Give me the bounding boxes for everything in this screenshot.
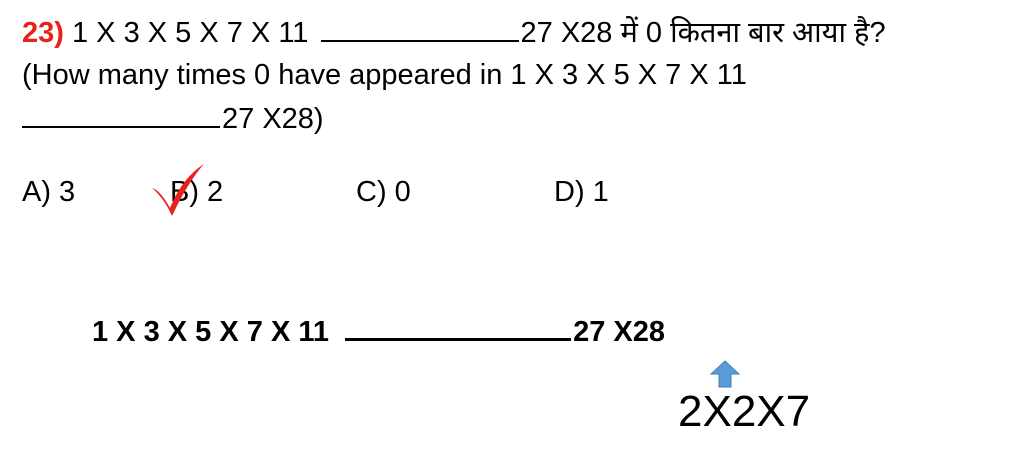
question-line-2: (How many times 0 have appeared in 1 X 3… xyxy=(22,59,747,91)
working-expression: 1 X 3 X 5 X 7 X 11 27 X28 xyxy=(92,312,665,350)
working-expression-end: 27 X28 xyxy=(573,316,665,348)
question-number: 23) xyxy=(22,17,64,49)
check-mark-icon xyxy=(152,164,204,216)
working-expression-start: 1 X 3 X 5 X 7 X 11 xyxy=(92,316,329,348)
option-a[interactable]: A) 3 xyxy=(22,176,76,208)
question-hindi-text: में 0 कितना बार आया है? xyxy=(620,17,886,49)
question-expression-end: 27 X28 xyxy=(520,17,613,49)
question-line-3: 27 X28) xyxy=(22,100,324,137)
factorization-text: 2X2X7 xyxy=(678,387,811,436)
question-line-3-end: 27 X28) xyxy=(222,103,324,135)
option-c[interactable]: C) 0 xyxy=(356,176,411,208)
option-d[interactable]: D) 1 xyxy=(554,176,609,208)
question-blank xyxy=(320,14,519,42)
question-line-1: 23) 1 X 3 X 5 X 7 X 11 27 X28 में 0 कितन… xyxy=(22,14,886,51)
working-blank xyxy=(345,312,572,341)
up-arrow-icon xyxy=(710,360,740,388)
question-expression: 1 X 3 X 5 X 7 X 11 xyxy=(71,17,309,49)
question-blank-2 xyxy=(22,100,220,128)
